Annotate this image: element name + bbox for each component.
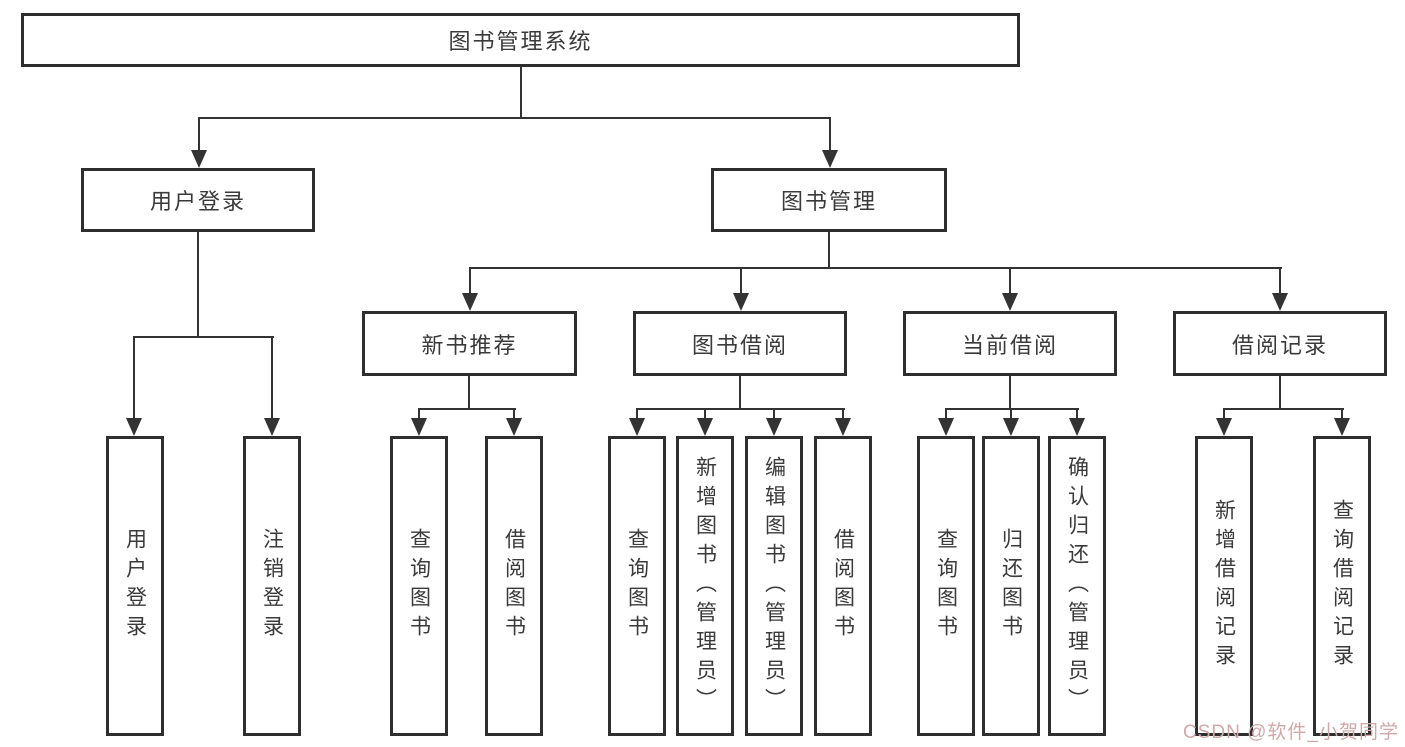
arrow-leaf	[945, 408, 947, 418]
arrow-leaf	[513, 408, 515, 418]
node-label: 新书推荐	[421, 332, 518, 358]
connector-level2-rail	[198, 117, 831, 119]
arrow-leaf	[842, 408, 844, 418]
leaf-label: 用户登录	[123, 528, 147, 644]
node-borrow-records: 借阅记录	[1173, 311, 1387, 376]
leaf-label: 注销登录	[260, 528, 284, 644]
leaf-borrow-book: 借阅图书	[814, 436, 872, 736]
leaf-label: 查询图书	[407, 528, 431, 644]
node-label: 图书借阅	[691, 332, 788, 358]
node-current-borrow: 当前借阅	[903, 311, 1117, 376]
leaf-label: 归还图书	[999, 528, 1023, 644]
node-label: 借阅记录	[1231, 332, 1328, 358]
leaf-query-borrow-record: 查询借阅记录	[1313, 436, 1371, 736]
leaf-label: 新增图书（管理员）	[693, 455, 717, 717]
leaf-label: 查询借阅记录	[1330, 499, 1354, 673]
node-label: 当前借阅	[961, 332, 1058, 358]
leaf-label: 新增借阅记录	[1212, 499, 1236, 673]
arrow-leaf	[1076, 408, 1078, 418]
connector-current-borrow-stem	[1009, 376, 1011, 410]
connector-new-book-stem	[468, 376, 470, 410]
leaf-label: 查询图书	[625, 528, 649, 644]
leaf-add-book-admin: 新增图书（管理员）	[676, 436, 734, 736]
arrow-to-leaf-logout	[271, 336, 273, 418]
node-label: 图书管理	[780, 189, 877, 214]
arrow-to-borrow-records	[1279, 267, 1281, 293]
connector-borrow-records-stem	[1279, 376, 1281, 410]
connector-user-login-rail	[133, 336, 274, 338]
arrow-leaf	[773, 408, 775, 418]
connector-new-book-rail	[418, 408, 516, 410]
node-book-management: 图书管理	[711, 168, 947, 232]
connector-book-borrow-rail	[636, 408, 845, 410]
leaf-label: 借阅图书	[502, 528, 526, 644]
arrow-to-book-borrow	[740, 267, 742, 293]
connector-root-stem	[520, 67, 522, 119]
arrow-leaf	[704, 408, 706, 418]
watermark-text: CSDN @软件_小贺同学	[1183, 722, 1399, 743]
node-label: 用户登录	[149, 189, 246, 214]
leaf-return-book: 归还图书	[982, 436, 1040, 736]
leaf-label: 编辑图书（管理员）	[762, 455, 786, 717]
arrow-leaf	[1223, 408, 1225, 418]
arrow-to-leaf-user-login	[133, 336, 135, 418]
arrow-to-book-management	[829, 117, 831, 150]
leaf-label: 借阅图书	[831, 528, 855, 644]
node-library-management-system: 图书管理系统	[21, 13, 1020, 67]
leaf-add-borrow-record: 新增借阅记录	[1195, 436, 1253, 736]
arrow-leaf	[1010, 408, 1012, 418]
leaf-confirm-return-admin: 确认归还（管理员）	[1048, 436, 1106, 736]
leaf-edit-book-admin: 编辑图书（管理员）	[745, 436, 803, 736]
node-new-book-recommend: 新书推荐	[362, 311, 577, 376]
arrow-to-user-login	[198, 117, 200, 150]
arrow-leaf	[1341, 408, 1343, 418]
leaf-borrow-book-recommend: 借阅图书	[485, 436, 543, 736]
arrow-leaf	[418, 408, 420, 418]
connector-level3-rail	[469, 267, 1282, 269]
arrow-to-new-book-recommend	[469, 267, 471, 293]
leaf-query-book-recommend: 查询图书	[390, 436, 448, 736]
connector-user-login-stem	[197, 232, 199, 338]
node-user-login: 用户登录	[81, 168, 315, 232]
leaf-label: 确认归还（管理员）	[1065, 455, 1089, 717]
arrow-to-current-borrow	[1009, 267, 1011, 293]
node-label: 图书管理系统	[448, 29, 593, 54]
leaf-query-book-current: 查询图书	[917, 436, 975, 736]
leaf-query-book-borrow: 查询图书	[608, 436, 666, 736]
connector-borrow-records-rail	[1223, 408, 1344, 410]
node-book-borrow: 图书借阅	[633, 311, 847, 376]
leaf-user-login: 用户登录	[106, 436, 164, 736]
leaf-label: 查询图书	[934, 528, 958, 644]
connector-book-management-stem	[828, 232, 830, 269]
connector-book-borrow-stem	[739, 376, 741, 410]
leaf-logout-login: 注销登录	[243, 436, 301, 736]
arrow-leaf	[636, 408, 638, 418]
connector-current-borrow-rail	[945, 408, 1079, 410]
